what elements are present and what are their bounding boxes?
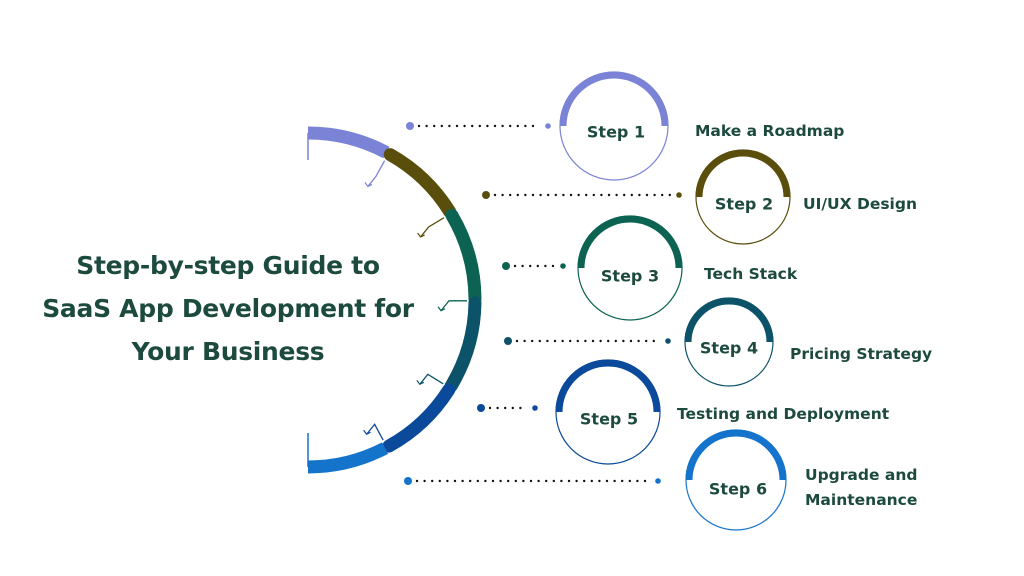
connector-arrowhead-2 xyxy=(417,232,425,238)
step-4-line-end-dot xyxy=(665,338,671,344)
arc-segment-1 xyxy=(307,126,390,159)
step-3-circle-arc xyxy=(577,215,683,269)
connector-arrowhead-1 xyxy=(364,182,373,188)
step-2-line-end-dot xyxy=(676,192,682,198)
title-line-1: Step-by-step Guide to xyxy=(76,251,380,280)
step-1-description-line: Make a Roadmap xyxy=(695,122,845,140)
connector-arrowhead-4 xyxy=(416,379,425,386)
step-6-description: Upgrade and Maintenance xyxy=(805,463,917,513)
step-1-line-start-dot xyxy=(406,122,414,130)
step-6-number: Step 6 xyxy=(708,479,768,499)
step-6-circle-arc xyxy=(685,429,787,481)
arc-segment-5 xyxy=(382,383,456,453)
connector-arrow-1 xyxy=(367,160,386,187)
step-4-number: Step 4 xyxy=(699,338,759,358)
step-2-description: UI/UX Design xyxy=(803,192,917,217)
connector-arrowhead-5 xyxy=(363,429,371,436)
connector-arrow-2 xyxy=(420,217,445,238)
step-5-circle-arc xyxy=(555,359,661,413)
step-1-number: Step 1 xyxy=(586,122,646,142)
arc-segment-4 xyxy=(444,296,482,393)
step-2-line-start-dot xyxy=(482,191,490,199)
step-5-number: Step 5 xyxy=(579,409,639,429)
step-3-description-line: Tech Stack xyxy=(704,265,798,283)
step-6-description-line-2: Maintenance xyxy=(805,491,918,509)
connector-arrow-3 xyxy=(440,300,468,312)
step-6-description-line-1: Upgrade and xyxy=(805,466,918,484)
arc-segment-6 xyxy=(307,442,389,474)
step-4-line-start-dot xyxy=(504,337,512,345)
step-2-number: Step 2 xyxy=(714,194,774,214)
step-3-line-end-dot xyxy=(560,263,566,269)
step-5-description: Testing and Deployment xyxy=(677,402,889,427)
connector-arrowhead-3 xyxy=(437,306,446,312)
step-3-description: Tech Stack xyxy=(704,262,797,287)
step-2-circle-arc xyxy=(695,149,791,198)
title-line-2: SaaS App Development for xyxy=(42,294,414,323)
infographic-title: Step-by-step Guide to SaaS App Developme… xyxy=(18,244,438,373)
step-4-circle-arc xyxy=(684,297,774,343)
step-3-number: Step 3 xyxy=(600,266,660,286)
step-5-description-line: Testing and Deployment xyxy=(677,405,890,423)
step-6-line-start-dot xyxy=(404,477,412,485)
step-6-line-end-dot xyxy=(655,478,661,484)
step-1-circle-arc xyxy=(559,71,669,127)
step-5-line-end-dot xyxy=(532,405,538,411)
step-5-line-start-dot xyxy=(477,404,485,412)
connector-arrow-5 xyxy=(366,423,384,441)
step-4-description: Pricing Strategy xyxy=(790,342,932,367)
title-line-3: Your Business xyxy=(131,337,325,366)
step-3-line-start-dot xyxy=(502,262,510,270)
step-2-description-line: UI/UX Design xyxy=(803,195,917,213)
arc-segment-2 xyxy=(383,148,457,219)
step-1-line-end-dot xyxy=(545,123,551,129)
step-1-description: Make a Roadmap xyxy=(695,119,844,144)
connector-arrow-4 xyxy=(419,373,444,385)
arc-segment-3 xyxy=(445,208,482,306)
step-4-description-line: Pricing Strategy xyxy=(790,345,933,363)
